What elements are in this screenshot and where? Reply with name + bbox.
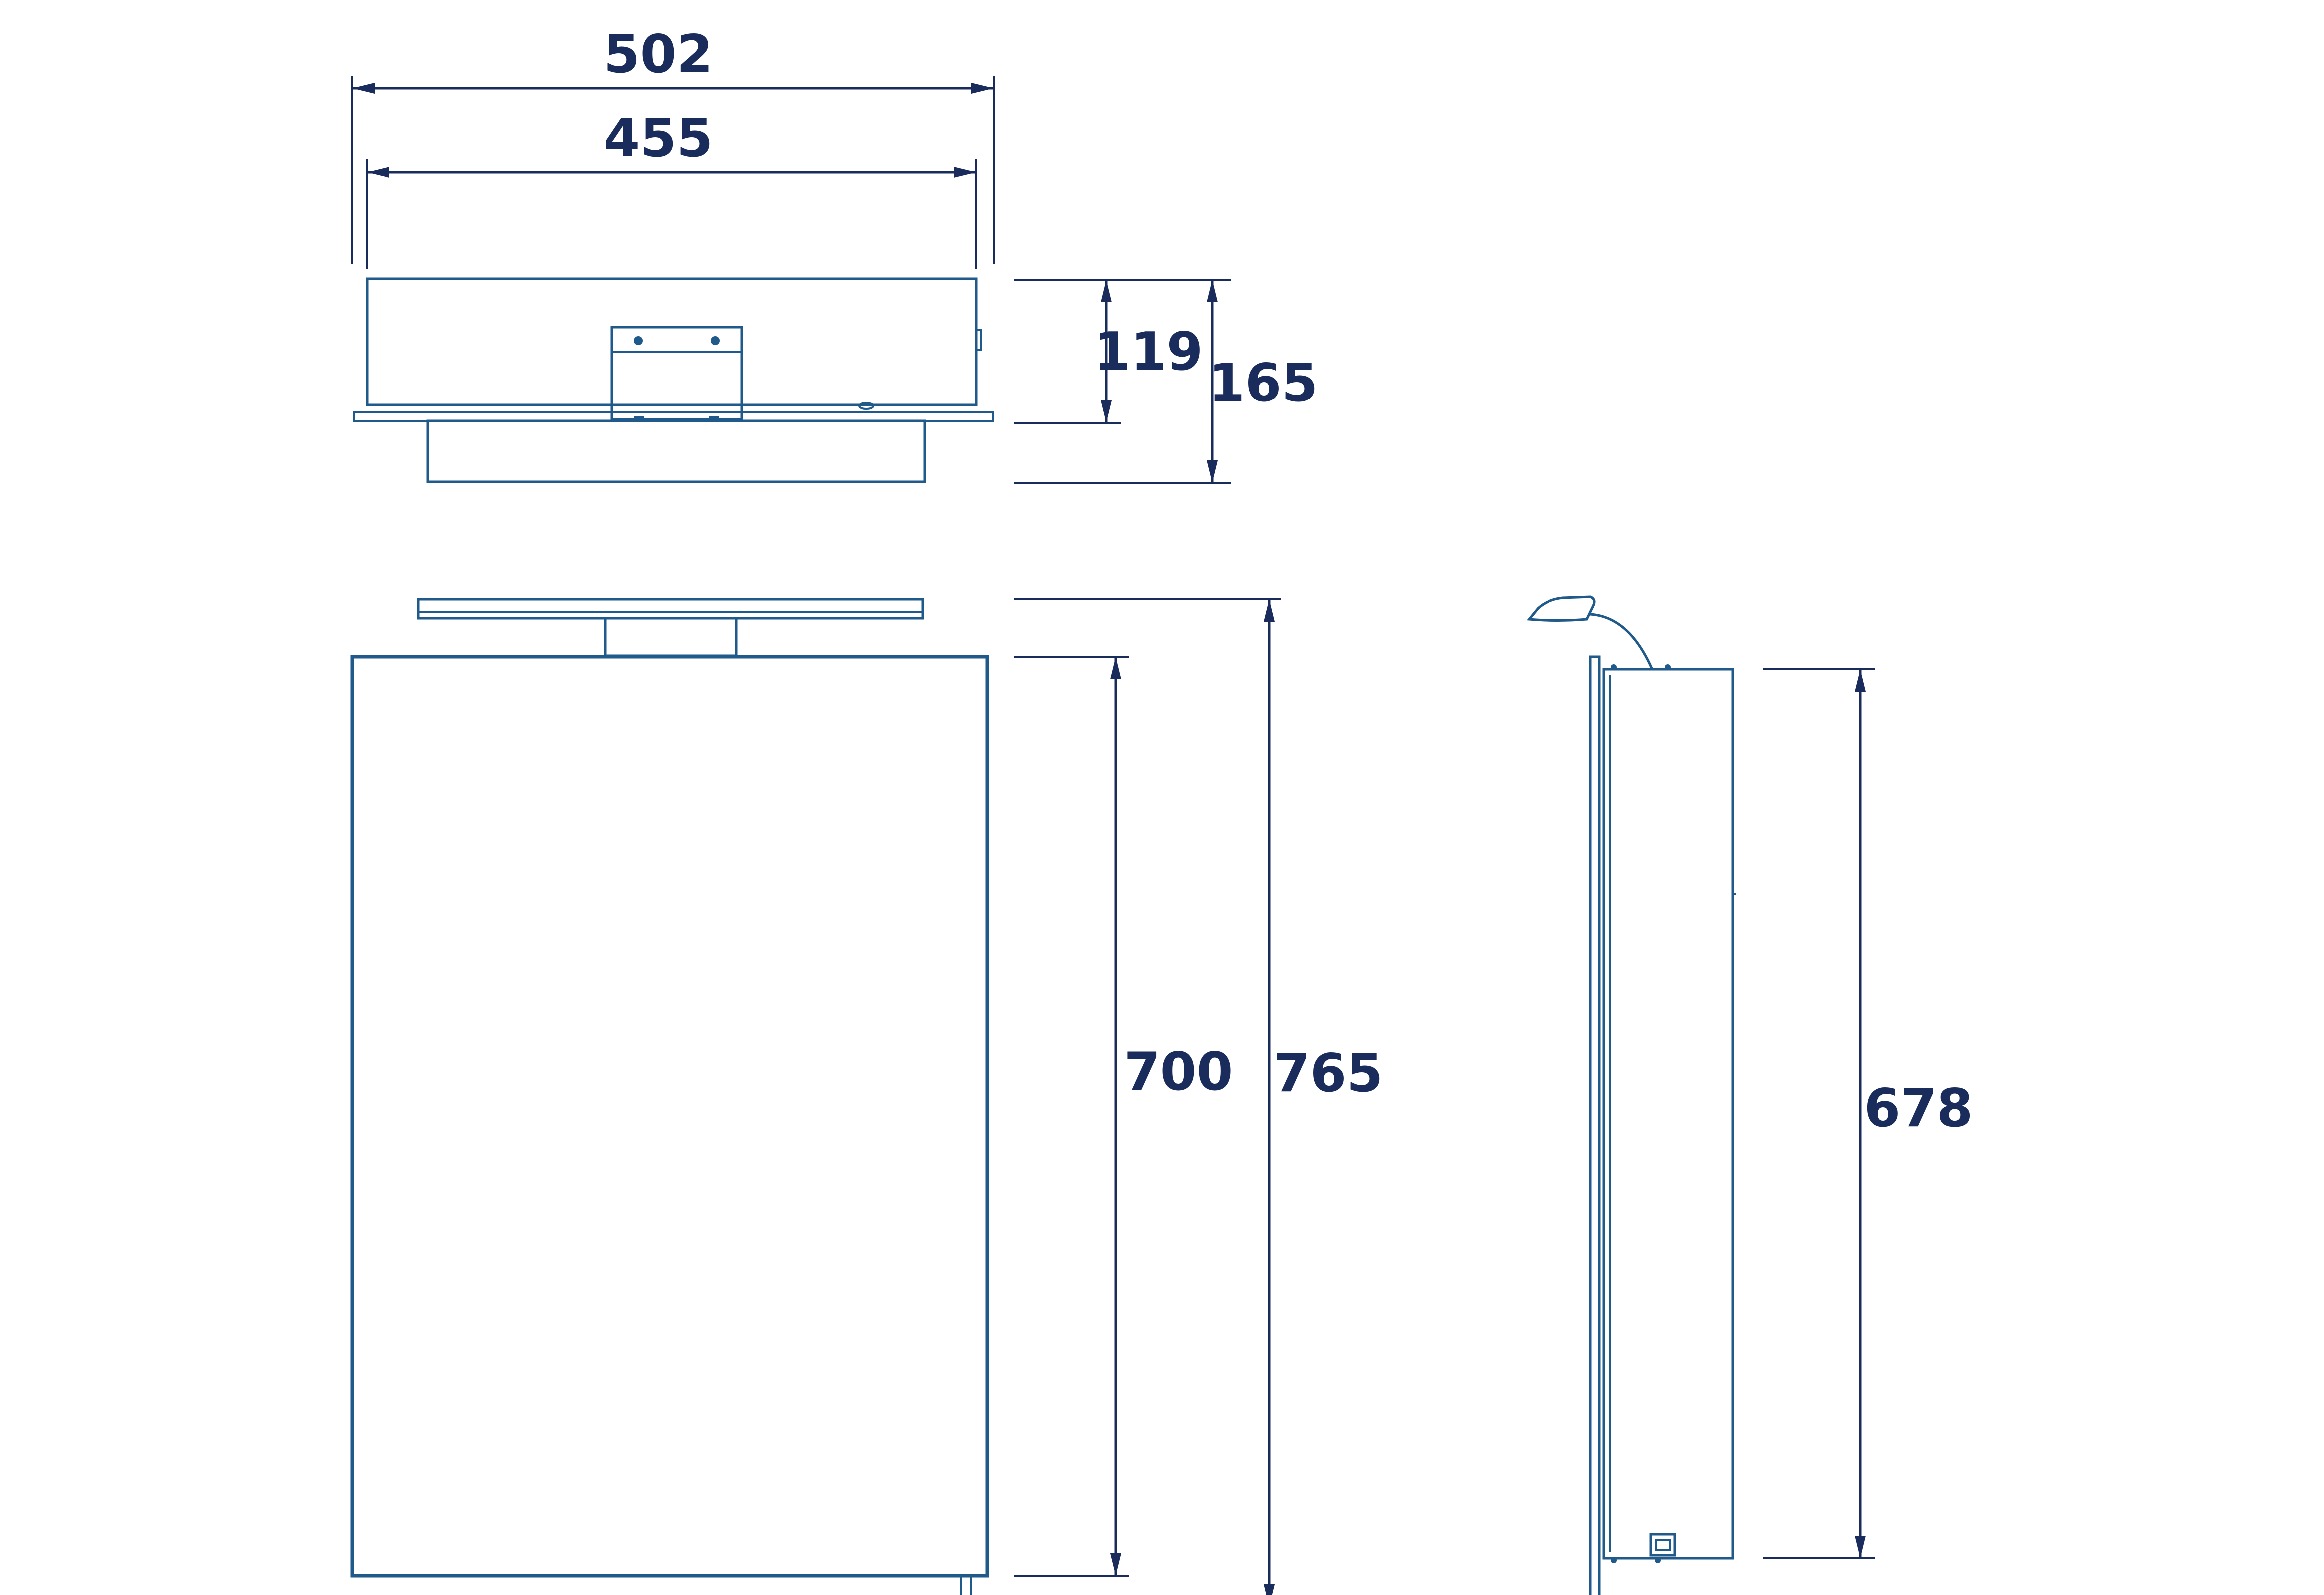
- top-view-screw: [711, 336, 720, 345]
- dimension-body-height: 678: [1763, 668, 1973, 1559]
- dimension-label-765: 765: [1273, 1043, 1383, 1104]
- dimension-label-119: 119: [1094, 321, 1203, 382]
- side-view-mirror-door: [1589, 655, 1601, 1595]
- front-view-lamp-bracket: [604, 617, 738, 657]
- side-view-knob: [1611, 664, 1617, 670]
- top-view-lamp-bracket: [610, 326, 743, 421]
- side-view-knob: [1611, 1557, 1617, 1563]
- side-view-lamp-head: [1527, 595, 1596, 622]
- dimension-overall-height: 765: [1014, 598, 1383, 1595]
- top-view-cabinet: [366, 277, 978, 406]
- dimension-cabinet-height: 700: [1014, 656, 1233, 1577]
- dimension-label-165: 165: [1208, 353, 1318, 413]
- dimension-overall-depth: 165: [1014, 280, 1318, 484]
- dimension-label-502: 502: [603, 24, 713, 85]
- side-view: [1527, 595, 1736, 1595]
- top-view-hinge: [975, 329, 982, 351]
- side-view-socket: [1649, 1533, 1676, 1557]
- front-view: [350, 598, 989, 1595]
- front-view-light-bar: [417, 598, 924, 620]
- dimension-label-700: 700: [1124, 1041, 1233, 1102]
- dimension-label-678: 678: [1864, 1078, 1973, 1139]
- top-view: [353, 277, 994, 483]
- dimension-cabinet-width: 455: [366, 108, 977, 269]
- side-view-knob: [1665, 664, 1671, 670]
- side-view-knob: [1655, 1557, 1661, 1563]
- front-view-cabinet-door: [350, 655, 989, 1578]
- top-view-latch: [858, 402, 874, 410]
- dimension-overall-width: 502: [351, 24, 995, 264]
- dimension-cabinet-depth: 119: [1014, 279, 1231, 424]
- side-view-cabinet-body: [1602, 668, 1734, 1560]
- front-view-foot: [960, 1575, 972, 1595]
- side-view-lamp-arm: [1590, 613, 1653, 669]
- side-view-socket-inner: [1655, 1539, 1671, 1551]
- dimension-label-455: 455: [603, 108, 713, 169]
- top-view-light-bar: [426, 419, 926, 483]
- top-view-screw: [634, 336, 643, 345]
